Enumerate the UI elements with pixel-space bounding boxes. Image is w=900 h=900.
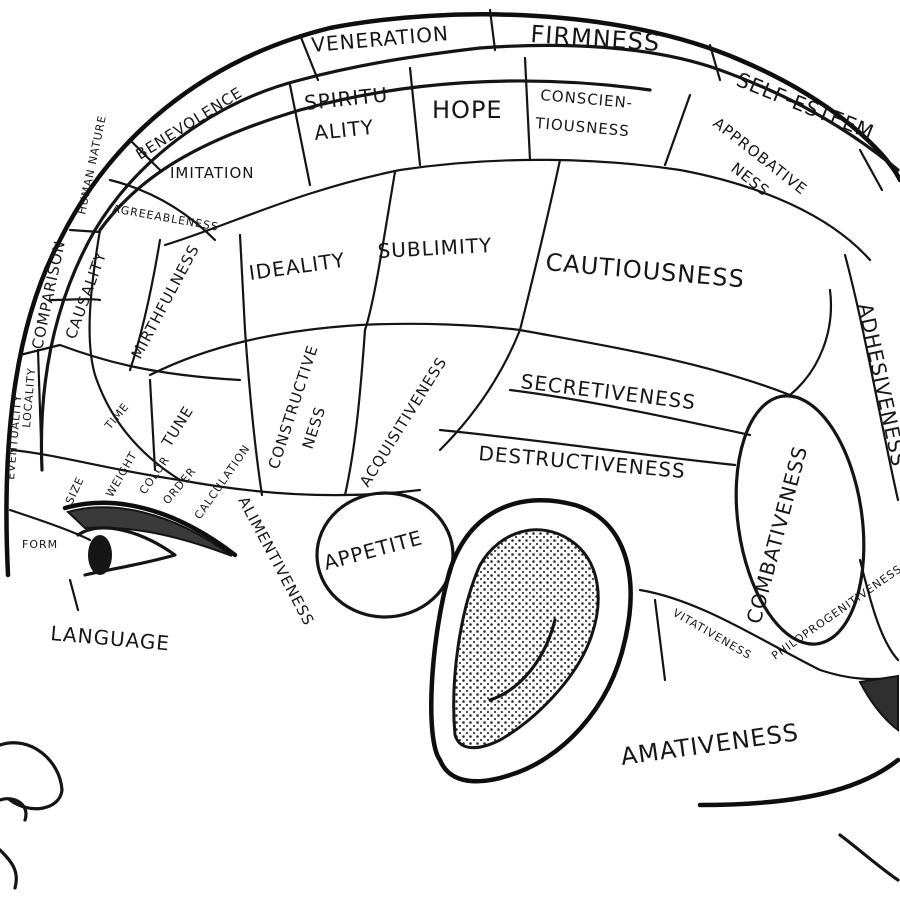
eye [62, 500, 238, 577]
nostril-line [0, 797, 28, 822]
divider [8, 508, 92, 542]
divider [48, 298, 102, 302]
label-spirituality-2: ALITY [313, 115, 375, 145]
label-locality: LOCALITY [20, 367, 38, 428]
divider [638, 588, 900, 681]
skull-outline [4, 12, 900, 882]
lobes [315, 394, 866, 646]
label-secretiveness: SECRETIVENESS [519, 369, 697, 414]
divider [238, 233, 247, 332]
label-sublimity: SUBLIMITY [377, 233, 493, 263]
label-conscientiousness-1: CONSCIEN- [540, 86, 634, 112]
divider [438, 428, 737, 467]
label-acquisitiveness: ACQUISITIVENESS [356, 354, 451, 490]
mouth-line [0, 848, 18, 890]
divider [363, 170, 397, 332]
appetite-lobe [315, 491, 455, 619]
divider [843, 253, 900, 502]
eyelash-shading [66, 506, 233, 557]
divider [128, 138, 162, 172]
label-spirituality-1: SPIRITU [303, 82, 389, 115]
back-of-head [697, 757, 900, 808]
label-eventuality: EVENTUALITY [4, 394, 24, 481]
label-conscientiousness-2: TIOUSNESS [534, 114, 631, 140]
divider [708, 43, 722, 82]
divider [18, 343, 62, 357]
skull-inner-band [39, 43, 900, 472]
divider [288, 83, 312, 187]
divider [488, 8, 497, 52]
nape-shading [858, 674, 899, 733]
label-language: LANGUAGE [50, 621, 171, 655]
divider [128, 238, 162, 372]
skull-outer-contour [4, 12, 900, 578]
divider [88, 228, 102, 377]
divider [663, 93, 692, 167]
label-agreeableness: AGREEABLENESS [111, 202, 219, 234]
label-philoprogenitiveness: PHILOPROGENITIVENESS [769, 562, 900, 662]
divider [343, 328, 367, 497]
divider [108, 178, 217, 242]
divider [518, 288, 832, 397]
ear [429, 497, 633, 784]
divider [408, 66, 422, 167]
label-imitation: IMITATION [170, 164, 255, 182]
label-causality: CAUSALITY [62, 249, 110, 342]
label-alimentiveness: ALIMENTIVENESS [234, 493, 317, 628]
label-hope: HOPE [432, 96, 503, 124]
label-appetite: APPETITE [321, 525, 425, 574]
divider [438, 328, 522, 452]
combativeness-lobe [734, 394, 866, 646]
label-firmness: FIRMNESS [530, 20, 661, 57]
ear-lobe [488, 618, 557, 702]
label-time: TIME [102, 400, 132, 432]
label-amativeness: AMATIVENESS [619, 718, 801, 771]
ear-inner-stipple [452, 528, 600, 750]
divider [653, 598, 667, 682]
eye-pupil [88, 535, 112, 575]
divider [148, 378, 157, 472]
label-weight: WEIGHT [103, 449, 140, 499]
label-adhesiveness: ADHESIVENESS [853, 301, 900, 469]
neck-line [838, 833, 900, 882]
label-mirthfulness: MIRTHFULNESS [128, 241, 203, 361]
label-form: FORM [22, 538, 58, 551]
label-self-esteem: SELF-ESTEEM [733, 67, 878, 144]
divider [163, 158, 872, 262]
face-outline [0, 578, 80, 890]
label-cautiousness: CAUTIOUSNESS [544, 248, 745, 293]
divider [518, 158, 562, 332]
eye-lid [76, 526, 177, 577]
region-grid [8, 56, 900, 682]
divider [58, 343, 242, 382]
divider [243, 328, 264, 497]
nose-line [0, 741, 64, 811]
label-human-nature: HUMAN NATURE [75, 114, 109, 216]
divider [523, 56, 532, 162]
top-band-dividers [128, 8, 884, 192]
divider [148, 322, 522, 377]
eyebrow-icon [62, 500, 238, 558]
label-size: SIZE [63, 475, 87, 507]
skull-third-band [98, 79, 652, 232]
ear-outer [429, 497, 633, 784]
label-constructiveness-2: NESS [299, 404, 330, 451]
divider [10, 448, 182, 482]
divider [68, 228, 102, 234]
divider [508, 388, 752, 437]
label-tune: TUNE [158, 403, 198, 451]
label-combativeness: COMBATIVENESS [742, 443, 813, 626]
divider [298, 33, 320, 82]
divider [858, 148, 884, 192]
divider [93, 373, 182, 482]
divider [36, 348, 44, 472]
cheek-line [68, 578, 80, 612]
label-ideality: IDEALITY [247, 248, 346, 285]
